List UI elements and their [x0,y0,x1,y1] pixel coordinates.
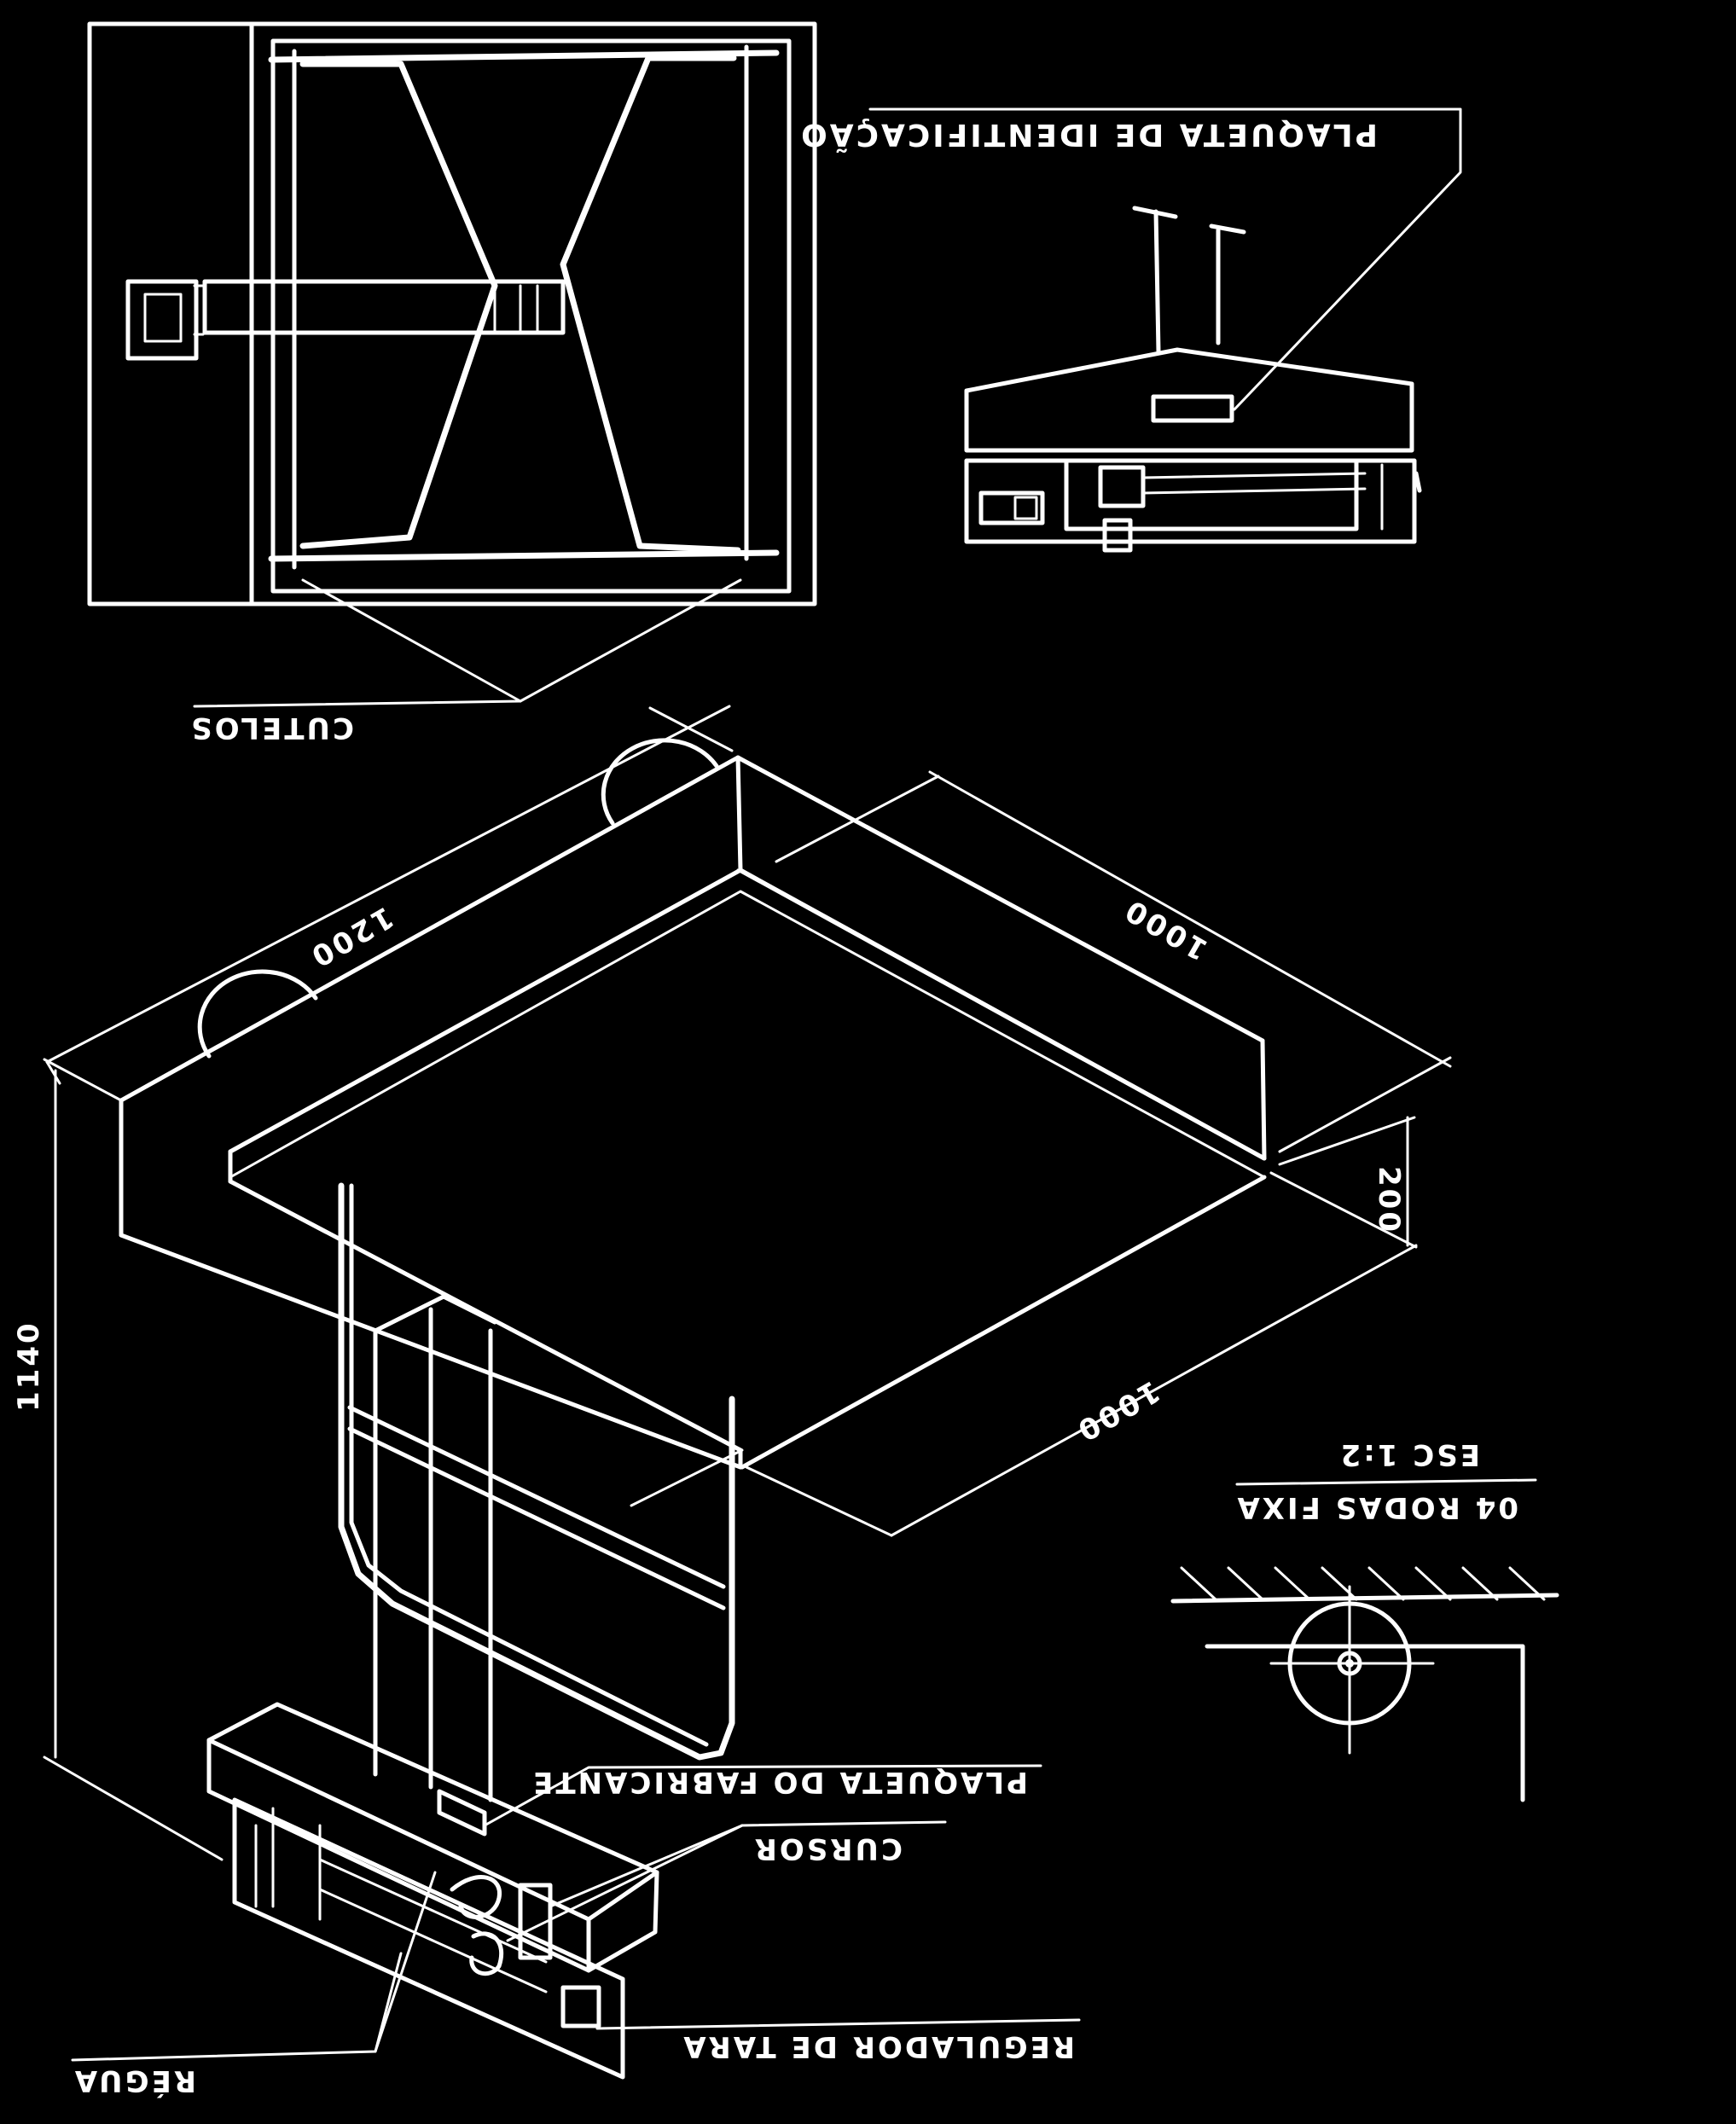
cutelos-callout: CUTELOS [189,578,742,745]
cursor-callout: CURSOR [506,1820,947,1942]
dim-width-top: 1000 [1118,891,1213,966]
label-plaqueta-identificacao: PLAQUETA DE IDENTIFICAÇÃO [798,117,1378,153]
label-rodas: 04 RODAS FIXA [1235,1490,1519,1524]
regua-callout: RÉGUA [71,1871,437,2098]
dim-width-front: 1000 [1070,1373,1165,1448]
wheel-detail-labels: 04 RODAS FIXA ESC 1:2 [1235,1437,1537,1524]
label-regua: RÉGUA [73,2063,196,2098]
regulador-tara-callout: REGULADOR DE TARA [595,2018,1081,2063]
dim-height: 200 [1372,1166,1406,1234]
plaqueta-identificacao-callout: PLAQUETA DE IDENTIFICAÇÃO [798,107,1462,411]
dimension-height: 200 [1269,1116,1418,1249]
front-view [964,206,1422,553]
label-escala: ESC 1:2 [1338,1437,1480,1471]
wheel-detail [1170,1566,1559,1802]
isometric-view [119,738,1267,2080]
dimension-total-height: 1140 [12,1069,224,1861]
dim-total-height: 1140 [12,1320,46,1412]
plaqueta-fabricante-callout: PLAQUETA DO FABRICANTE [483,1764,1042,1827]
top-view [87,21,817,606]
label-regulador-tara: REGULADOR DE TARA [681,2029,1075,2063]
label-cursor: CURSOR [752,1831,903,1866]
dimension-length: 1200 [43,705,734,1102]
label-cutelos: CUTELOS [189,711,354,745]
label-plaqueta-fabricante: PLAQUETA DO FABRICANTE [531,1765,1028,1799]
dim-length: 1200 [304,899,399,974]
